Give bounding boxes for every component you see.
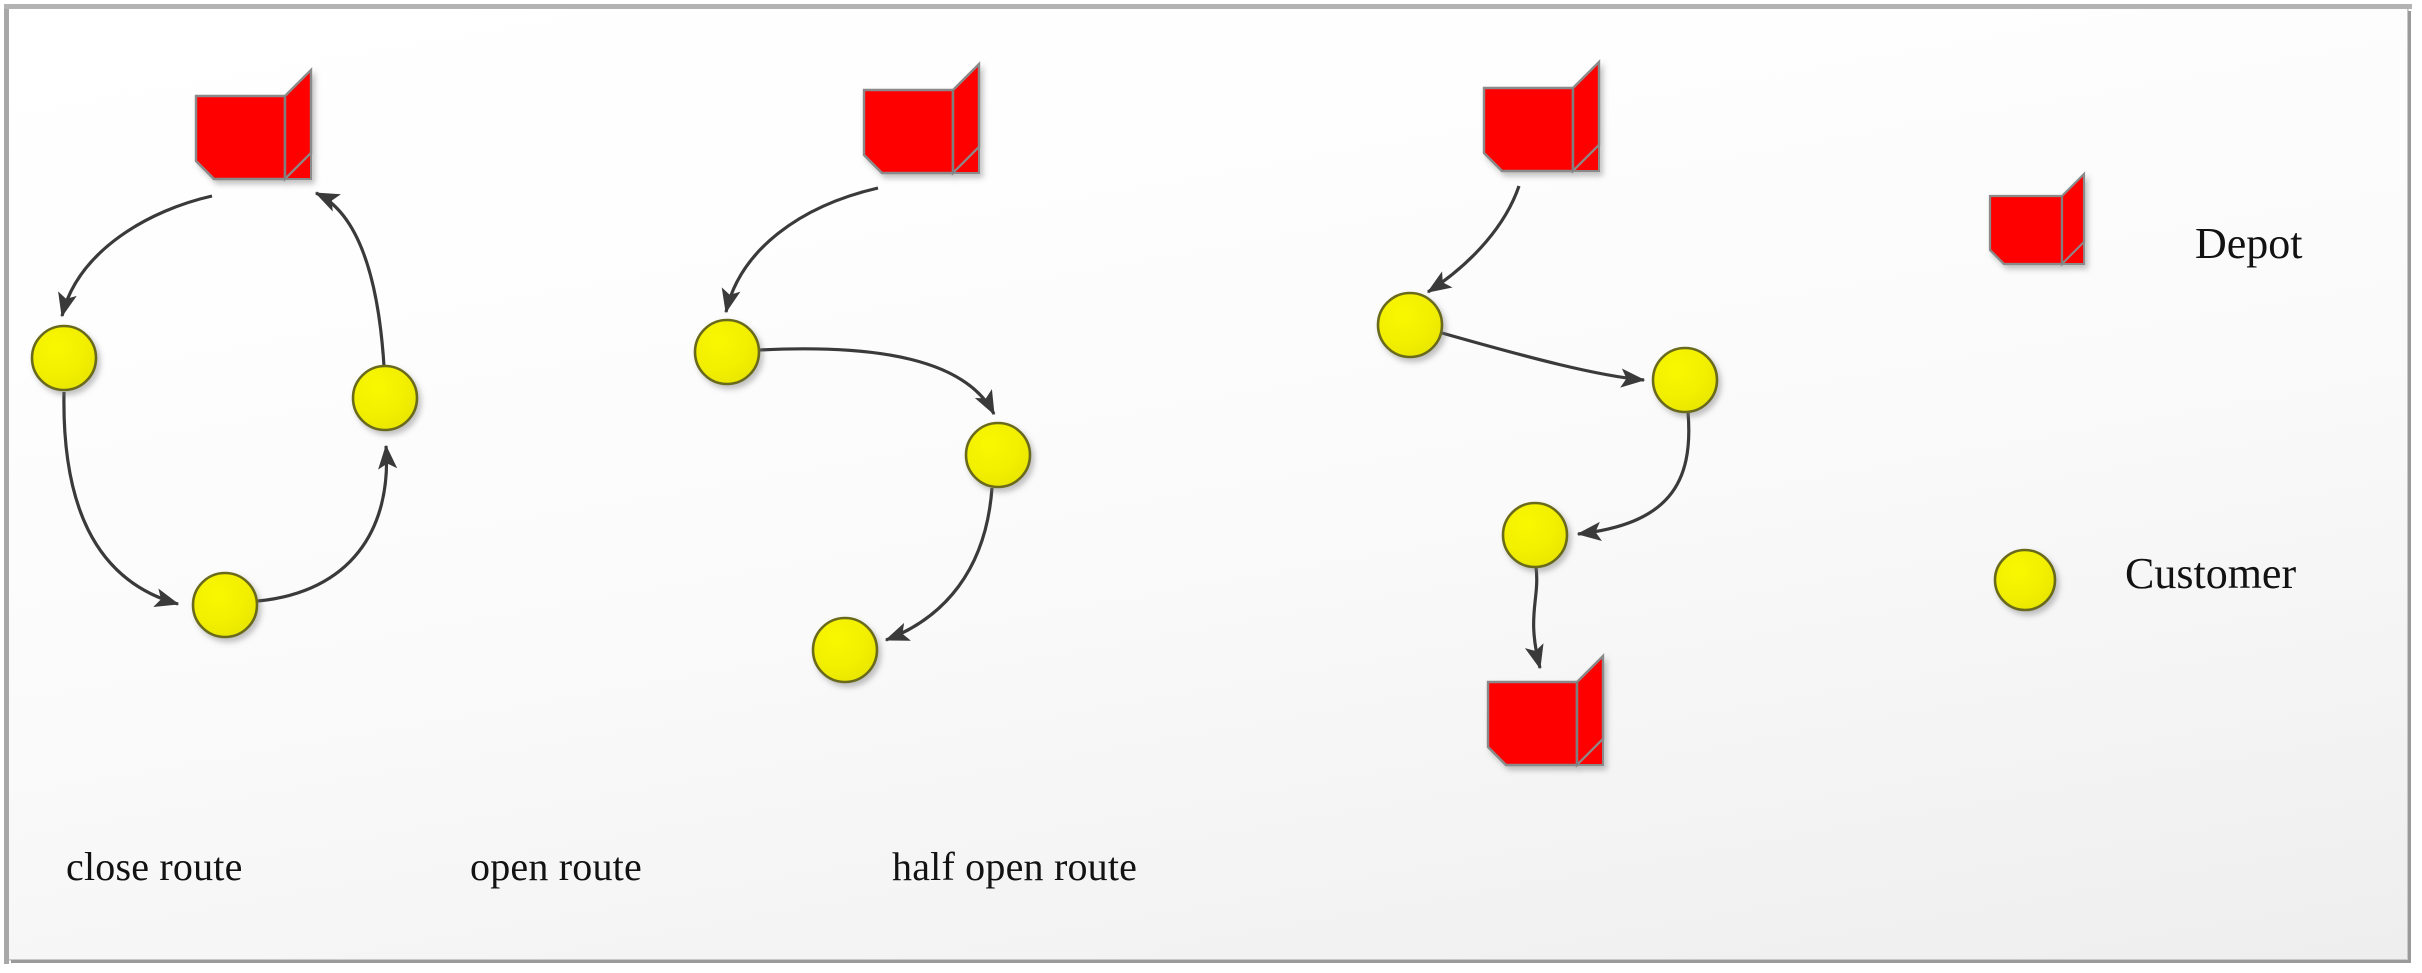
- depot-cube-icon: [862, 61, 981, 176]
- legend-label-customer: Customer: [2125, 549, 2297, 598]
- depot-cube-icon: [1482, 59, 1601, 174]
- legend: [1988, 171, 2086, 612]
- edge-customer-1-to-customer-2: [1441, 331, 1646, 388]
- depot-cube-icon: [194, 67, 313, 182]
- customer-circle-icon: [351, 364, 419, 432]
- panel-half-open-route: [1376, 59, 1719, 768]
- panel-label-open-route: open route: [470, 844, 642, 889]
- depot-cube-icon: [1988, 171, 2086, 267]
- edge-customer-3-to-depot-end: [1524, 566, 1544, 670]
- edge-customer-2-to-customer-3: [884, 487, 994, 642]
- customer-circle-icon: [1501, 501, 1569, 569]
- panel-open-route: [693, 61, 1032, 684]
- depot-cube-icon: [1486, 653, 1605, 768]
- customer-circle-icon: [693, 318, 761, 386]
- edge-customer-1-to-customer-2: [758, 347, 996, 416]
- edge-customer-2-to-customer-3: [1576, 411, 1691, 541]
- edge-depot-to-customer-1: [721, 186, 879, 314]
- figure-frame: [4, 4, 2412, 964]
- customer-circle-icon: [191, 571, 259, 639]
- customer-circle-icon: [964, 421, 1032, 489]
- customer-circle-icon: [1651, 346, 1719, 414]
- edge-depot-to-customer-1: [58, 194, 213, 318]
- edge-customer-2-to-customer-3: [257, 444, 398, 603]
- panel-close-route: [30, 67, 419, 639]
- customer-circle-icon: [30, 324, 98, 392]
- customer-circle-icon: [811, 616, 879, 684]
- edge-customer-1-to-customer-2: [62, 391, 180, 608]
- panel-label-close-route: close route: [66, 844, 243, 889]
- legend-label-depot: Depot: [2195, 219, 2303, 268]
- edge-customer-3-to-depot: [314, 191, 386, 367]
- edge-depot-start-to-customer-1: [1426, 185, 1521, 294]
- panel-label-half-open-route: half open route: [892, 844, 1138, 889]
- customer-circle-icon: [1376, 291, 1444, 359]
- customer-circle-icon: [1993, 548, 2057, 612]
